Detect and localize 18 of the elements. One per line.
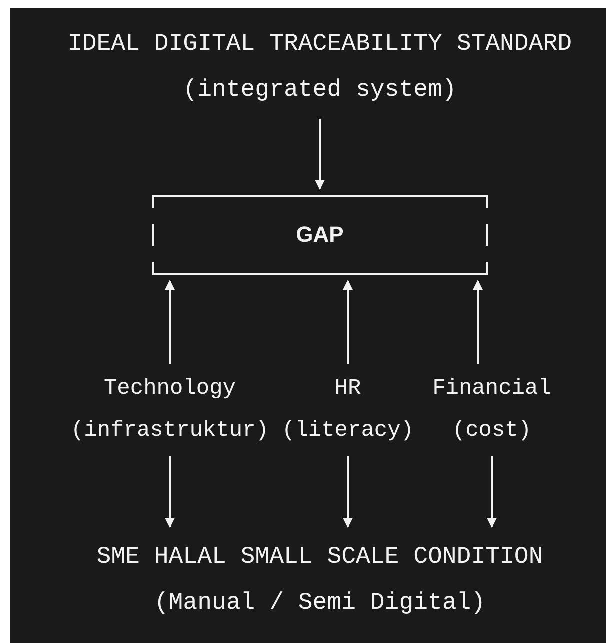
arrow xyxy=(487,456,497,528)
arrow xyxy=(473,280,483,364)
factor-label: HR xyxy=(334,375,362,404)
factor-note: (cost) xyxy=(452,417,532,445)
arrow xyxy=(315,119,325,190)
factor-note: (literacy) xyxy=(282,417,414,445)
gap-label: GAP xyxy=(296,221,344,250)
subheading-text: (Manual / Semi Digital) xyxy=(154,588,486,618)
factor-label: Financial xyxy=(432,375,552,404)
factor-label: Technology xyxy=(104,375,236,404)
arrow xyxy=(343,280,353,364)
heading-text: SME HALAL SMALL SCALE CONDITION xyxy=(96,542,544,573)
arrow xyxy=(165,280,175,364)
factor-note: (infrastruktur) xyxy=(70,417,270,445)
subheading-text: (integrated system) xyxy=(183,76,457,106)
arrow xyxy=(343,456,353,528)
arrow xyxy=(165,456,175,528)
heading-text: IDEAL DIGITAL TRACEABILITY STANDARD xyxy=(68,30,572,60)
